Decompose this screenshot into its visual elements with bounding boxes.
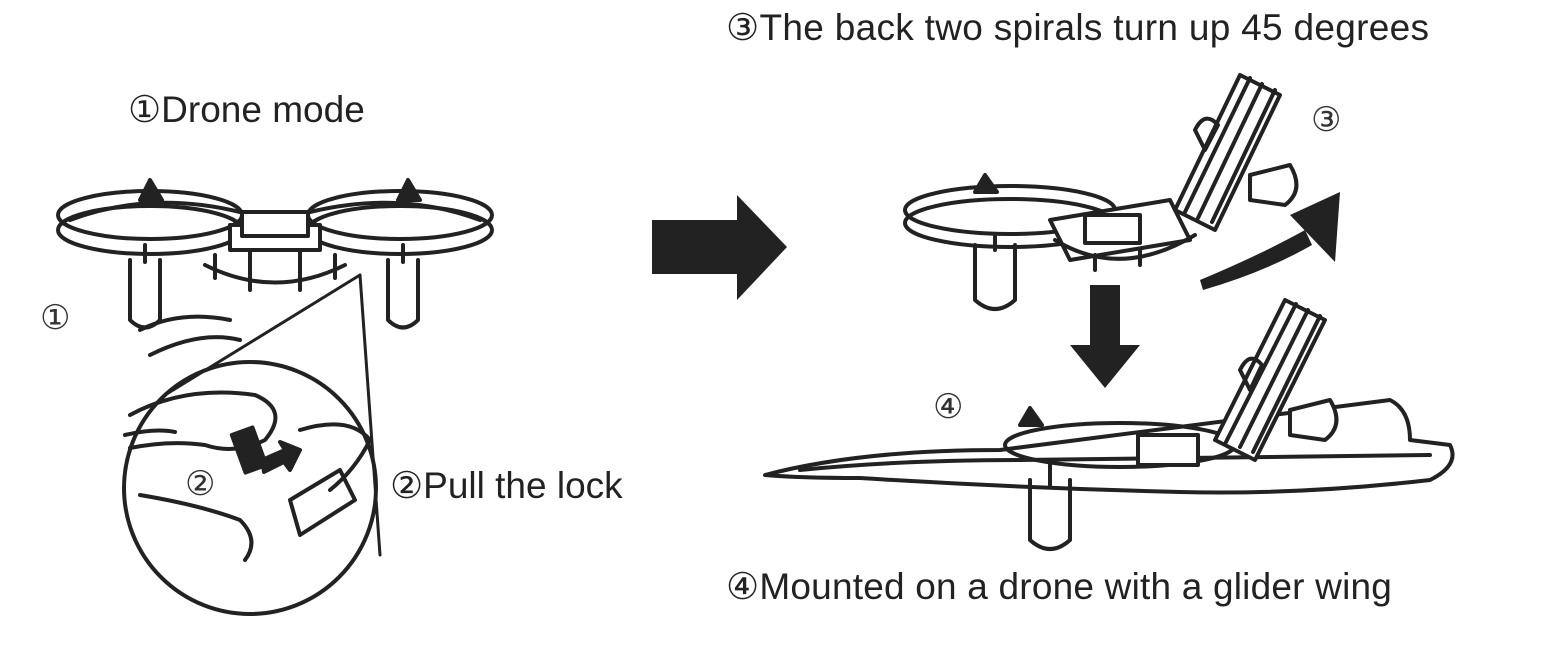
step4-caption: ④Mounted on a drone with a glider wing — [726, 566, 1393, 607]
step2-caption: ②Pull the lock — [390, 465, 623, 506]
step2-marker: ② — [185, 465, 216, 503]
down-arrow-icon — [1070, 285, 1140, 388]
step3-marker: ③ — [1311, 101, 1342, 139]
lock-detail-illustration — [122, 314, 378, 616]
step4-marker: ④ — [933, 388, 964, 426]
step1-marker: ① — [40, 299, 71, 337]
drone-mode-illustration — [56, 178, 494, 330]
tilted-spirals-illustration — [903, 73, 1299, 311]
glider-wing-illustration — [763, 298, 1455, 551]
right-arrow-icon — [652, 195, 787, 300]
step1-caption: ①Drone mode — [128, 89, 365, 130]
step3-caption: ③The back two spirals turn up 45 degrees — [726, 7, 1430, 48]
curved-up-arrow-icon — [1200, 192, 1340, 290]
